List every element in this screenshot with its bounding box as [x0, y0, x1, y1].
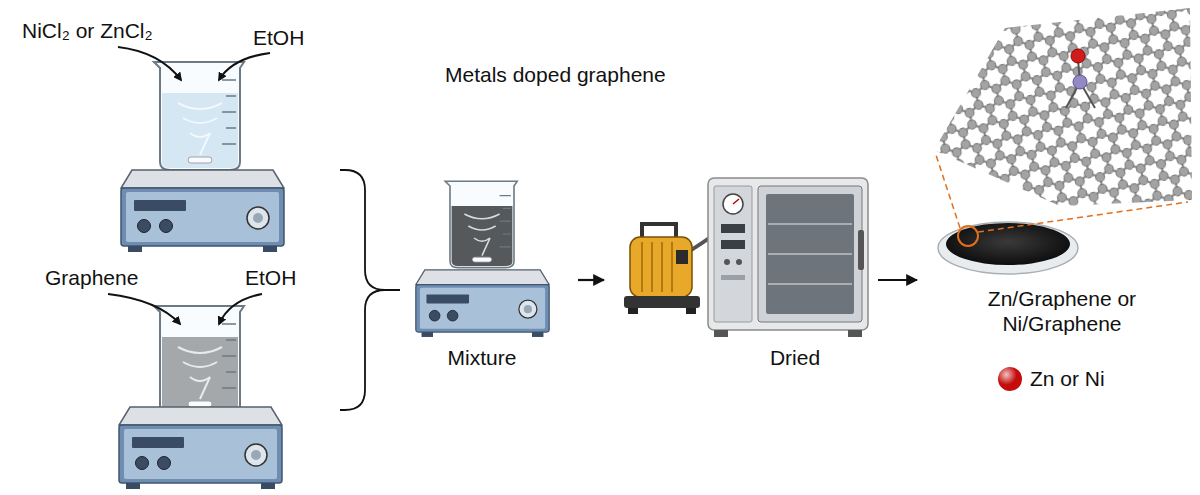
station-label: NiCl₂ or ZnCl₂: [22, 18, 153, 43]
merge-brace: [340, 170, 400, 290]
feed-arrow: [219, 294, 262, 324]
station-label: EtOH: [253, 25, 304, 50]
feed-arrow: [108, 294, 180, 324]
atom-swatch: [998, 367, 1022, 391]
feed-arrow: [118, 47, 181, 80]
vacuum-oven: [708, 178, 868, 337]
station-label: Mixture: [448, 345, 517, 370]
station-label: EtOH: [245, 265, 296, 290]
station-label: Dried: [770, 345, 820, 370]
stirrer: [119, 407, 282, 489]
merge-brace: [340, 290, 400, 410]
beaker: [154, 62, 244, 170]
sample-dish: [935, 152, 1188, 274]
legend-label: Zn or Ni: [1030, 366, 1105, 391]
station-label: Graphene: [45, 265, 138, 290]
process-station: NiCl₂ or ZnCl₂ EtOH: [15, 8, 340, 250]
vacuum-pump: [624, 224, 712, 314]
beaker: [445, 181, 517, 267]
graphene-model: [934, 8, 1192, 206]
process-station: Mixture: [400, 170, 570, 380]
process-station: Dried: [612, 170, 870, 380]
process-station: Zn/Graphene or Ni/Graphene: [925, 0, 1195, 355]
feed-arrow: [219, 53, 270, 80]
station-label: Zn/Graphene or Ni/Graphene: [970, 286, 1155, 336]
stirrer: [121, 170, 284, 252]
beaker: [154, 306, 244, 414]
stirrer: [416, 270, 549, 337]
heading-label: Metals doped graphene: [445, 62, 666, 87]
flow-arrow: [878, 279, 917, 281]
process-station: Graphene EtOH: [15, 255, 340, 492]
flow-arrow: [578, 279, 604, 281]
